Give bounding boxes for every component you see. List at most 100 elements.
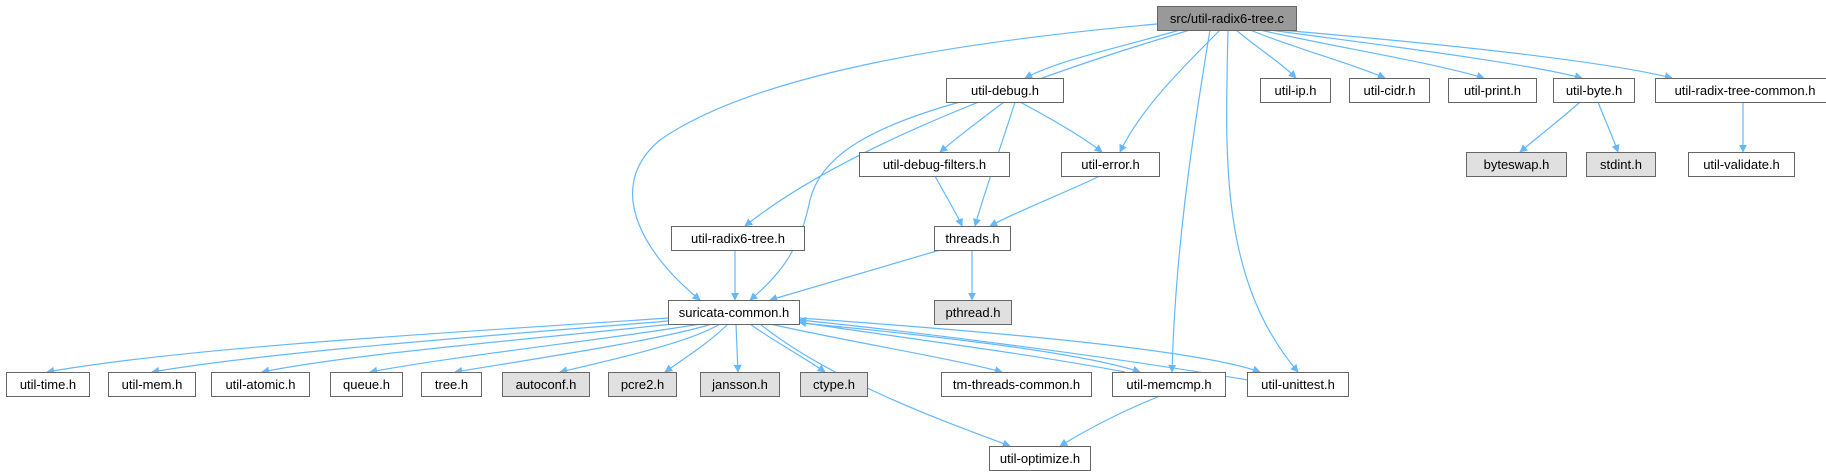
edge-root-to-util-memcmp [1168, 29, 1211, 373]
edge-util-error-to-threads [989, 175, 1101, 227]
node-ctype: ctype.h [800, 372, 868, 397]
node-pthread: pthread.h [934, 300, 1012, 325]
node-tm-threads-common[interactable]: tm-threads-common.h [941, 372, 1092, 397]
node-label: pthread.h [946, 305, 1001, 320]
node-label: autoconf.h [516, 377, 577, 392]
node-box [608, 372, 677, 397]
node-box [934, 226, 1011, 251]
node-util-debug[interactable]: util-debug.h [946, 78, 1064, 103]
node-label: util-atomic.h [225, 377, 295, 392]
node-box [1157, 6, 1297, 31]
node-util-error[interactable]: util-error.h [1061, 152, 1160, 177]
node-label: util-debug-filters.h [883, 157, 986, 172]
node-util-optimize[interactable]: util-optimize.h [989, 446, 1091, 471]
node-label: util-ip.h [1275, 83, 1317, 98]
node-util-atomic[interactable]: util-atomic.h [211, 372, 310, 397]
edge-root-to-util-cidr [1249, 29, 1386, 79]
node-box [800, 372, 868, 397]
node-jansson: jansson.h [700, 372, 780, 397]
node-suricata-common[interactable]: suricata-common.h [668, 300, 800, 325]
node-util-radix-common[interactable]: util-radix-tree-common.h [1655, 78, 1826, 103]
node-label: util-radix-tree-common.h [1675, 83, 1816, 98]
edge-util-byte-to-stdint [1597, 101, 1620, 153]
node-label: byteswap.h [1484, 157, 1550, 172]
node-stdint: stdint.h [1586, 152, 1656, 177]
node-label: queue.h [343, 377, 390, 392]
edge-util-memcmp-to-suricata-common [798, 319, 1126, 373]
node-box [1655, 78, 1826, 103]
node-box [1247, 372, 1349, 397]
edge-suricata-common-to-util-mem [151, 319, 681, 375]
node-tree[interactable]: tree.h [421, 372, 482, 397]
edge-root-to-util-radix-common [1279, 29, 1673, 81]
node-label: util-byte.h [1566, 83, 1622, 98]
node-label: util-mem.h [122, 377, 183, 392]
edge-suricata-common-to-jansson [733, 323, 742, 373]
edge-suricata-common-to-tree [454, 323, 713, 375]
node-box [934, 300, 1012, 325]
node-label: util-optimize.h [1000, 451, 1080, 466]
node-box [1349, 78, 1430, 103]
edge-root-to-suricata-common [632, 23, 1158, 301]
node-box [1466, 152, 1567, 177]
edge-suricata-common-to-util-unittest [798, 317, 1261, 374]
node-label: util-cidr.h [1363, 83, 1415, 98]
node-label: util-error.h [1081, 157, 1140, 172]
node-box [700, 372, 780, 397]
node-util-unittest[interactable]: util-unittest.h [1247, 372, 1349, 397]
edge-root-to-util-ip [1235, 29, 1297, 79]
edge-threads-to-suricata-common [769, 249, 941, 302]
edge-util-memcmp-to-util-optimize [1059, 395, 1161, 447]
edge-util-debug-to-util-error [1019, 101, 1103, 153]
edge-root-to-util-error [1119, 29, 1221, 153]
node-autoconf: autoconf.h [502, 372, 590, 397]
node-util-memcmp[interactable]: util-memcmp.h [1112, 372, 1226, 397]
node-label: stdint.h [1600, 157, 1642, 172]
node-util-cidr[interactable]: util-cidr.h [1349, 78, 1430, 103]
edge-suricata-common-to-pcre2 [664, 323, 729, 373]
node-box [1586, 152, 1656, 177]
node-box [1553, 78, 1635, 103]
node-threads[interactable]: threads.h [934, 226, 1011, 251]
node-label: util-unittest.h [1261, 377, 1335, 392]
node-box [1688, 152, 1795, 177]
node-label: util-validate.h [1703, 157, 1780, 172]
node-util-radix6[interactable]: util-radix6-tree.h [671, 226, 805, 251]
edge-util-byte-to-byteswap [1519, 101, 1581, 153]
node-root: src/util-radix6-tree.c [1157, 6, 1297, 31]
node-label: jansson.h [711, 377, 768, 392]
node-util-mem[interactable]: util-mem.h [108, 372, 196, 397]
node-box [502, 372, 590, 397]
node-label: pcre2.h [621, 377, 664, 392]
node-util-ip[interactable]: util-ip.h [1260, 78, 1331, 103]
nodes-layer: src/util-radix6-tree.c util-debug.h util-i… [6, 6, 1826, 471]
node-util-validate[interactable]: util-validate.h [1688, 152, 1795, 177]
node-label: suricata-common.h [679, 305, 790, 320]
node-label: util-debug.h [971, 83, 1039, 98]
node-label: src/util-radix6-tree.c [1170, 11, 1285, 26]
node-queue[interactable]: queue.h [330, 372, 403, 397]
node-box [941, 372, 1092, 397]
node-box [6, 372, 90, 397]
node-util-time[interactable]: util-time.h [6, 372, 90, 397]
node-box [671, 226, 805, 251]
edge-util-debug-to-util-debug-filters [939, 101, 1005, 153]
edge-util-debug-filters-to-threads [934, 175, 963, 227]
node-box [989, 446, 1091, 471]
edge-root-to-util-print [1259, 29, 1485, 80]
node-label: tm-threads-common.h [953, 377, 1080, 392]
edge-suricata-common-to-util-optimize [759, 323, 1011, 448]
edge-util-unittest-to-suricata-common [798, 316, 1249, 381]
edge-suricata-common-to-util-memcmp [789, 321, 1141, 374]
node-label: ctype.h [813, 377, 855, 392]
node-pcre2: pcre2.h [608, 372, 677, 397]
node-box [1448, 78, 1537, 103]
node-box [859, 152, 1010, 177]
node-label: util-print.h [1464, 83, 1521, 98]
node-util-debug-filters[interactable]: util-debug-filters.h [859, 152, 1010, 177]
node-util-print[interactable]: util-print.h [1448, 78, 1537, 103]
node-box [1061, 152, 1160, 177]
node-util-byte[interactable]: util-byte.h [1553, 78, 1635, 103]
node-box [330, 372, 403, 397]
